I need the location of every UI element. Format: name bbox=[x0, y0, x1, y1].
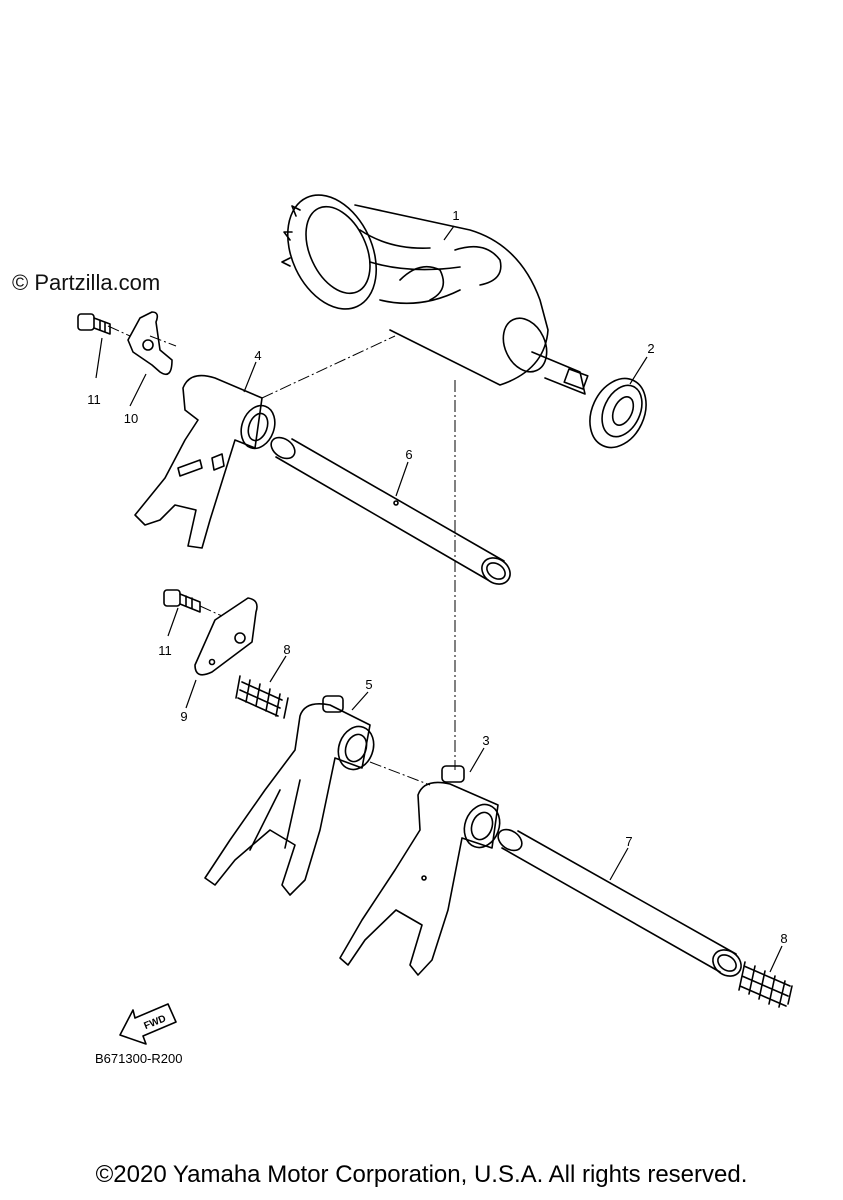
leader-line bbox=[185, 679, 197, 709]
callout-8a: 8 bbox=[283, 642, 290, 657]
bolt-11a-part bbox=[77, 313, 111, 335]
callout-7: 7 bbox=[625, 834, 632, 849]
callout-2: 2 bbox=[647, 341, 654, 356]
leader-line bbox=[769, 945, 783, 973]
leader-line bbox=[351, 691, 369, 711]
callout-8b: 8 bbox=[780, 931, 787, 946]
shift-fork-5-part bbox=[204, 695, 375, 896]
leader-line bbox=[395, 461, 409, 497]
leader-line bbox=[609, 847, 629, 881]
leader-line bbox=[129, 373, 147, 407]
leader-line bbox=[629, 356, 648, 385]
diagram-code: B671300-R200 bbox=[95, 1051, 183, 1066]
plate-10-part bbox=[127, 311, 173, 376]
leader-line bbox=[95, 337, 103, 379]
leader-line bbox=[269, 655, 287, 683]
leader-line bbox=[443, 225, 455, 241]
leader-line bbox=[469, 747, 485, 773]
shift-drum-part bbox=[281, 194, 589, 395]
fwd-arrow-icon bbox=[119, 1003, 177, 1045]
callout-4: 4 bbox=[254, 348, 261, 363]
bolt-11b-part bbox=[163, 589, 201, 613]
watermark: © Partzilla.com bbox=[12, 270, 161, 295]
shift-fork-3-part bbox=[339, 765, 501, 976]
callout-6: 6 bbox=[405, 447, 412, 462]
spring-8b-part bbox=[738, 961, 793, 1008]
leader-line bbox=[167, 607, 179, 637]
callout-11a: 11 bbox=[87, 392, 101, 407]
bearing-part bbox=[589, 377, 647, 449]
leader-line bbox=[243, 361, 257, 393]
reference-line bbox=[199, 605, 223, 617]
callout-11b: 11 bbox=[158, 643, 172, 658]
callout-5: 5 bbox=[365, 677, 372, 692]
callout-3: 3 bbox=[482, 733, 489, 748]
reference-line bbox=[261, 335, 396, 399]
callout-10: 10 bbox=[124, 411, 138, 426]
plate-9-part bbox=[194, 597, 258, 676]
fork-shaft-6-part bbox=[270, 436, 511, 585]
reference-line bbox=[369, 761, 431, 786]
fork-shaft-7-part bbox=[497, 828, 742, 977]
shift-fork-4-part bbox=[134, 374, 276, 549]
callout-9: 9 bbox=[180, 709, 187, 724]
reference-line bbox=[107, 325, 177, 347]
fwd-label: FWD bbox=[142, 1013, 167, 1032]
copyright-notice: ©2020 Yamaha Motor Corporation, U.S.A. A… bbox=[95, 1161, 748, 1188]
callout-1: 1 bbox=[452, 208, 459, 223]
spring-8-part bbox=[235, 675, 289, 719]
